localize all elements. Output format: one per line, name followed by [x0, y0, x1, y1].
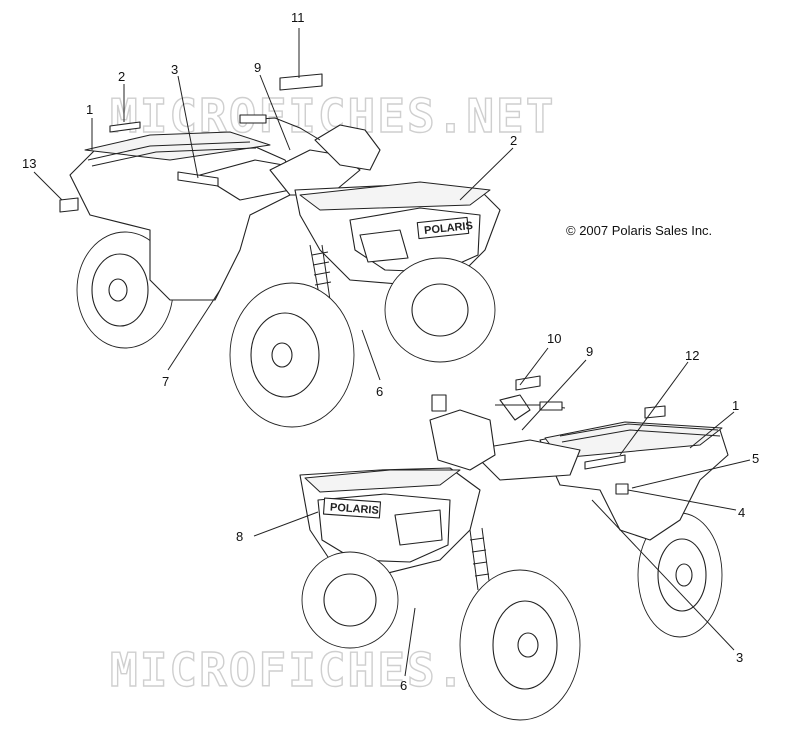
leaders-bottom [253, 347, 751, 677]
leaders-top [33, 28, 514, 381]
callout-1-bottom: 1 [732, 398, 739, 413]
callout-13-top: 13 [22, 156, 36, 171]
callout-9-bottom: 9 [586, 344, 593, 359]
callout-4-bottom: 4 [738, 505, 745, 520]
callout-2-top-left: 2 [118, 69, 125, 84]
decal-11-top [279, 73, 323, 91]
callout-11-top: 11 [291, 10, 305, 25]
brand-label-bottom: POLARIS [330, 501, 380, 516]
callout-3-top: 3 [171, 62, 178, 77]
atv-top-illustration: POLARIS [59, 73, 501, 428]
callout-1-top: 1 [86, 102, 93, 117]
callout-6-top: 6 [376, 384, 383, 399]
callout-6-bottom: 6 [400, 678, 407, 693]
brand-label-top: POLARIS [424, 220, 474, 237]
callout-3-bottom: 3 [736, 650, 743, 665]
callout-5-bottom: 5 [752, 451, 759, 466]
callout-2-top-right: 2 [510, 133, 517, 148]
callout-7-top: 7 [162, 374, 169, 389]
callout-9-top: 9 [254, 60, 261, 75]
atv-bottom-illustration: POLARIS [299, 375, 729, 721]
callout-8-bottom: 8 [236, 529, 243, 544]
callout-12-bottom: 12 [685, 348, 699, 363]
copyright-text: © 2007 Polaris Sales Inc. [566, 223, 712, 238]
callout-10-bottom: 10 [547, 331, 561, 346]
